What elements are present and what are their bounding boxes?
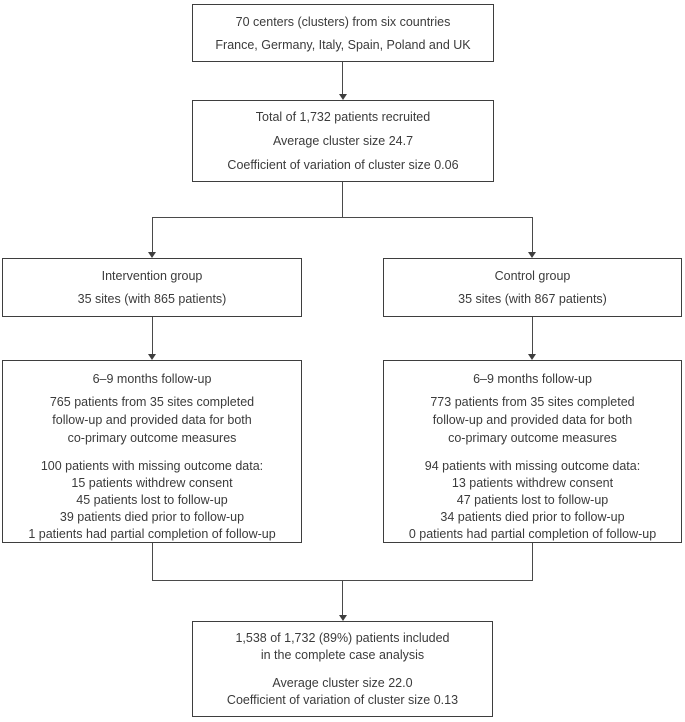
missing-item: 15 patients withdrew consent — [71, 476, 233, 490]
analysis-included-line: in the complete case analysis — [260, 647, 425, 662]
connector-centers-recruited-line — [342, 62, 343, 95]
arrow-down-icon — [528, 252, 536, 258]
intervention-followup-completed-line: co-primary outcome measures — [67, 431, 237, 445]
missing-item: 47 patients lost to follow-up — [456, 493, 609, 507]
centers-line-2: France, Germany, Italy, Spain, Poland an… — [215, 37, 471, 52]
intervention-group-box: Intervention group 35 sites (with 865 pa… — [2, 258, 302, 317]
analysis-stats: Average cluster size 22.0 Coefficient of… — [227, 675, 458, 709]
intervention-followup-title: 6–9 months follow-up — [92, 372, 212, 386]
missing-item: 0 patients had partial completion of fol… — [408, 527, 657, 541]
analysis-included-line: 1,538 of 1,732 (89%) patients included — [235, 630, 450, 645]
control-missing-header: 94 patients with missing outcome data: — [424, 459, 641, 473]
complete-case-analysis-box: 1,538 of 1,732 (89%) patients included i… — [192, 621, 493, 717]
recruited-line-1: Total of 1,732 patients recruited — [255, 110, 431, 124]
intervention-group-title: Intervention group — [101, 269, 203, 283]
control-followup-completed-line: co-primary outcome measures — [448, 431, 617, 445]
intervention-followup-completed-line: 765 patients from 35 sites completed — [49, 395, 255, 409]
branch-right-line — [532, 217, 533, 253]
intervention-missing-header: 100 patients with missing outcome data: — [40, 459, 264, 473]
missing-item: 45 patients lost to follow-up — [76, 493, 228, 507]
control-followup-completed-line: follow-up and provided data for both — [432, 413, 633, 427]
recruited-box: Total of 1,732 patients recruited Averag… — [192, 100, 494, 182]
missing-item: 39 patients died prior to follow-up — [59, 510, 245, 524]
control-group-title: Control group — [494, 269, 571, 283]
merge-right-line — [532, 543, 533, 581]
recruited-line-3: Coefficient of variation of cluster size… — [227, 158, 459, 172]
arrow-down-icon — [339, 94, 347, 100]
recruited-line-2: Average cluster size 24.7 — [272, 134, 414, 148]
analysis-coefficient-variation: Coefficient of variation of cluster size… — [226, 692, 459, 707]
missing-item: 13 patients withdrew consent — [451, 476, 614, 490]
intervention-followup-box: 6–9 months follow-up 765 patients from 3… — [2, 360, 302, 543]
intervention-followup-completed-line: follow-up and provided data for both — [52, 413, 252, 427]
arrow-down-icon — [339, 615, 347, 621]
arrow-down-icon — [148, 252, 156, 258]
missing-item: 34 patients died prior to follow-up — [440, 510, 625, 524]
merge-stem-line — [342, 580, 343, 616]
analysis-included: 1,538 of 1,732 (89%) patients included i… — [235, 630, 449, 664]
arrow-down-icon — [148, 354, 156, 360]
branch-horizontal-line — [152, 217, 533, 218]
intervention-group-sites: 35 sites (with 865 patients) — [77, 292, 227, 306]
intervention-missing-items: 15 patients withdrew consent 45 patients… — [28, 475, 275, 543]
merge-left-line — [152, 543, 153, 581]
control-missing-items: 13 patients withdrew consent 47 patients… — [409, 475, 656, 543]
branch-left-line — [152, 217, 153, 253]
control-followup-title: 6–9 months follow-up — [473, 372, 592, 386]
centers-box: 70 centers (clusters) from six countries… — [192, 4, 494, 62]
centers-line-1: 70 centers (clusters) from six countries — [235, 14, 451, 29]
control-followup-box: 6–9 months follow-up 773 patients from 3… — [383, 360, 682, 543]
control-followup-connector-line — [532, 317, 533, 355]
intervention-followup-completed: 765 patients from 35 sites completed fol… — [50, 393, 254, 447]
control-followup-completed: 773 patients from 35 sites completed fol… — [430, 393, 634, 447]
missing-item: 1 patients had partial completion of fol… — [28, 527, 276, 541]
analysis-avg-cluster-size: Average cluster size 22.0 — [272, 675, 413, 690]
control-followup-completed-line: 773 patients from 35 sites completed — [430, 395, 635, 409]
branch-stem-line — [342, 182, 343, 218]
control-group-box: Control group 35 sites (with 867 patient… — [383, 258, 682, 317]
intervention-followup-connector-line — [152, 317, 153, 355]
control-group-sites: 35 sites (with 867 patients) — [458, 292, 607, 306]
arrow-down-icon — [528, 354, 536, 360]
